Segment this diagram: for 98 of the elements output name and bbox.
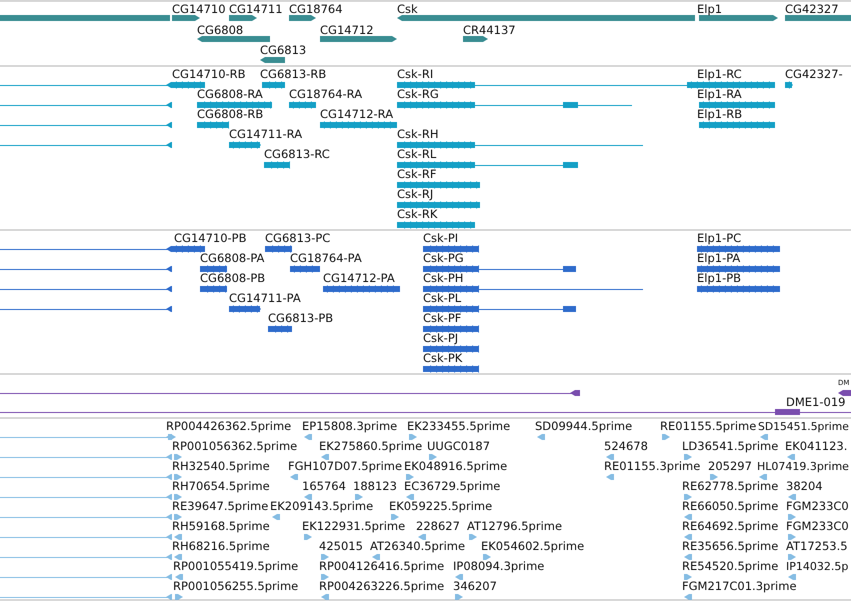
feature-label: SD09944.5prime xyxy=(535,420,632,433)
feature-label: CG6813-RC xyxy=(264,148,330,161)
feature-label: Csk-RK xyxy=(397,208,438,221)
feature-label: EK048916.5prime xyxy=(404,460,508,473)
feature-label: CG14711-RA xyxy=(229,128,302,141)
feature-label: RH32540.5prime xyxy=(172,460,270,473)
feature-label: EK122931.5prime xyxy=(302,520,406,533)
feature-label: CG6808 xyxy=(197,24,244,37)
feature-label: CR44137 xyxy=(463,24,516,37)
feature-label: RE01155.5prime xyxy=(660,420,756,433)
feature-label: Csk xyxy=(397,3,418,16)
feature-label: EK059225.5prime xyxy=(389,500,492,513)
feature-label: RP001055419.5prime xyxy=(173,560,298,573)
feature-label: Csk-PH xyxy=(423,272,464,285)
feature-label: RP001056255.5prime xyxy=(173,580,298,593)
feature-label: 425015 xyxy=(319,540,363,553)
feature-label: RE62778.5prime xyxy=(682,480,778,493)
feature-label: FGM217C01.3prime xyxy=(682,580,797,593)
feature-label: Csk-PI xyxy=(423,232,458,245)
feature-label: FGM233C0 xyxy=(786,520,849,533)
feature-label: RP004126416.5prime xyxy=(319,560,444,573)
feature-label: Csk-RG xyxy=(397,88,439,101)
feature-label: Elp1-PB xyxy=(697,272,742,285)
feature-label: 524678 xyxy=(604,440,648,453)
feature-label: EK209143.5prime xyxy=(270,500,374,513)
feature-label: Csk-RH xyxy=(397,128,438,141)
feature-label: Elp1-RC xyxy=(697,68,742,81)
feature-label: Elp1 xyxy=(697,3,722,16)
feature-label: Csk-PG xyxy=(423,252,464,265)
feature-label: EK041123. xyxy=(785,440,848,453)
feature-label: AT26340.5prime xyxy=(370,540,466,553)
feature-label: 228627 xyxy=(416,520,460,533)
feature-label: CG14711 xyxy=(229,3,283,16)
feature-label: Csk-PF xyxy=(423,312,462,325)
feature-label: CG6808-PA xyxy=(200,252,264,265)
feature-label: CG18764-RA xyxy=(289,88,362,101)
feature-label: CG6813-PB xyxy=(268,312,334,325)
feature-label: Elp1-RB xyxy=(697,108,742,121)
feature-label: RE01155.3prime xyxy=(604,460,700,473)
feature-label: AT17253.5 xyxy=(786,540,848,553)
feature-label: CG14710-PB xyxy=(174,232,246,245)
feature-label: 346207 xyxy=(453,580,497,593)
feature-label: EK275860.5prime xyxy=(319,440,422,453)
feature-label: 38204 xyxy=(786,480,823,493)
feature-label: Csk-PJ xyxy=(423,332,458,345)
feature-label: AT12796.5prime xyxy=(467,520,562,533)
feature-label: LD36541.5prime xyxy=(682,440,778,453)
feature-label: CG18764 xyxy=(289,3,343,16)
feature-label: RH70654.5prime xyxy=(172,480,270,493)
feature-label: Csk-PL xyxy=(423,292,462,305)
feature-label: 165764 xyxy=(302,480,346,493)
feature-label: CG14710-RB xyxy=(172,68,246,81)
feature-label: Csk-RF xyxy=(397,168,436,181)
feature-label: RE39647.5prime xyxy=(172,500,268,513)
feature-label: RH68216.5prime xyxy=(172,540,270,553)
feature-label: SD15451.5prime xyxy=(758,420,849,433)
feature-label: RE66050.5prime xyxy=(682,500,778,513)
feature-label: Elp1-PA xyxy=(697,252,740,265)
feature-label: CG6808-RA xyxy=(197,88,263,101)
feature-label: RE54520.5prime xyxy=(682,560,778,573)
feature-label: RE64692.5prime xyxy=(682,520,778,533)
feature-label: Elp1-PC xyxy=(697,232,742,245)
feature-label: 188123 xyxy=(353,480,397,493)
feature-label: CG6813 xyxy=(260,44,306,57)
feature-label: CG14710 xyxy=(172,3,226,16)
feature-label: EP15808.3prime xyxy=(302,420,398,433)
feature-label: CG42327 xyxy=(785,3,839,16)
feature-label: RP004263226.5prime xyxy=(319,580,444,593)
feature-label: CG14712-PA xyxy=(323,272,395,285)
feature-label: EC36729.5prime xyxy=(404,480,500,493)
feature-label: FGM233C0 xyxy=(786,500,849,513)
feature-label: HL07419.3prime xyxy=(757,460,849,473)
feature-label: CG14711-PA xyxy=(229,292,301,305)
feature-label: RH59168.5prime xyxy=(172,520,270,533)
feature-label: CG14712 xyxy=(320,24,374,37)
feature-label: RP004426362.5prime xyxy=(166,420,292,433)
feature-label: CG6808-PB xyxy=(200,272,266,285)
feature-label: 205297 xyxy=(708,460,752,473)
feature-label: RE35656.5prime xyxy=(682,540,778,553)
feature-label: RP001056362.5prime xyxy=(172,440,298,453)
feature-label: IP08094.3prime xyxy=(453,560,544,573)
feature-label: CG6808-RB xyxy=(197,108,264,121)
feature-label: Elp1-RA xyxy=(697,88,742,101)
feature-label: Csk-RL xyxy=(397,148,436,161)
feature-label: CG6813-PC xyxy=(265,232,330,245)
feature-label: Csk-RJ xyxy=(397,188,434,201)
feature-label: CG18764-PA xyxy=(290,252,362,265)
feature-label: CG42327- xyxy=(785,68,843,81)
feature-label: IP14032.5p xyxy=(786,560,848,573)
feature-label: EK233455.5prime xyxy=(407,420,510,433)
feature-label: CG6813-RB xyxy=(260,68,326,81)
feature-label: DME1-019 xyxy=(786,396,846,409)
feature-label: CG14712-RA xyxy=(320,108,394,121)
feature-label: Csk-RI xyxy=(397,68,434,81)
feature-label: FGH107D07.5prime xyxy=(288,460,402,473)
feature-label: Csk-PK xyxy=(423,352,462,365)
feature-label: EK054602.5prime xyxy=(481,540,584,553)
feature-label: UUGC0187 xyxy=(427,440,490,453)
